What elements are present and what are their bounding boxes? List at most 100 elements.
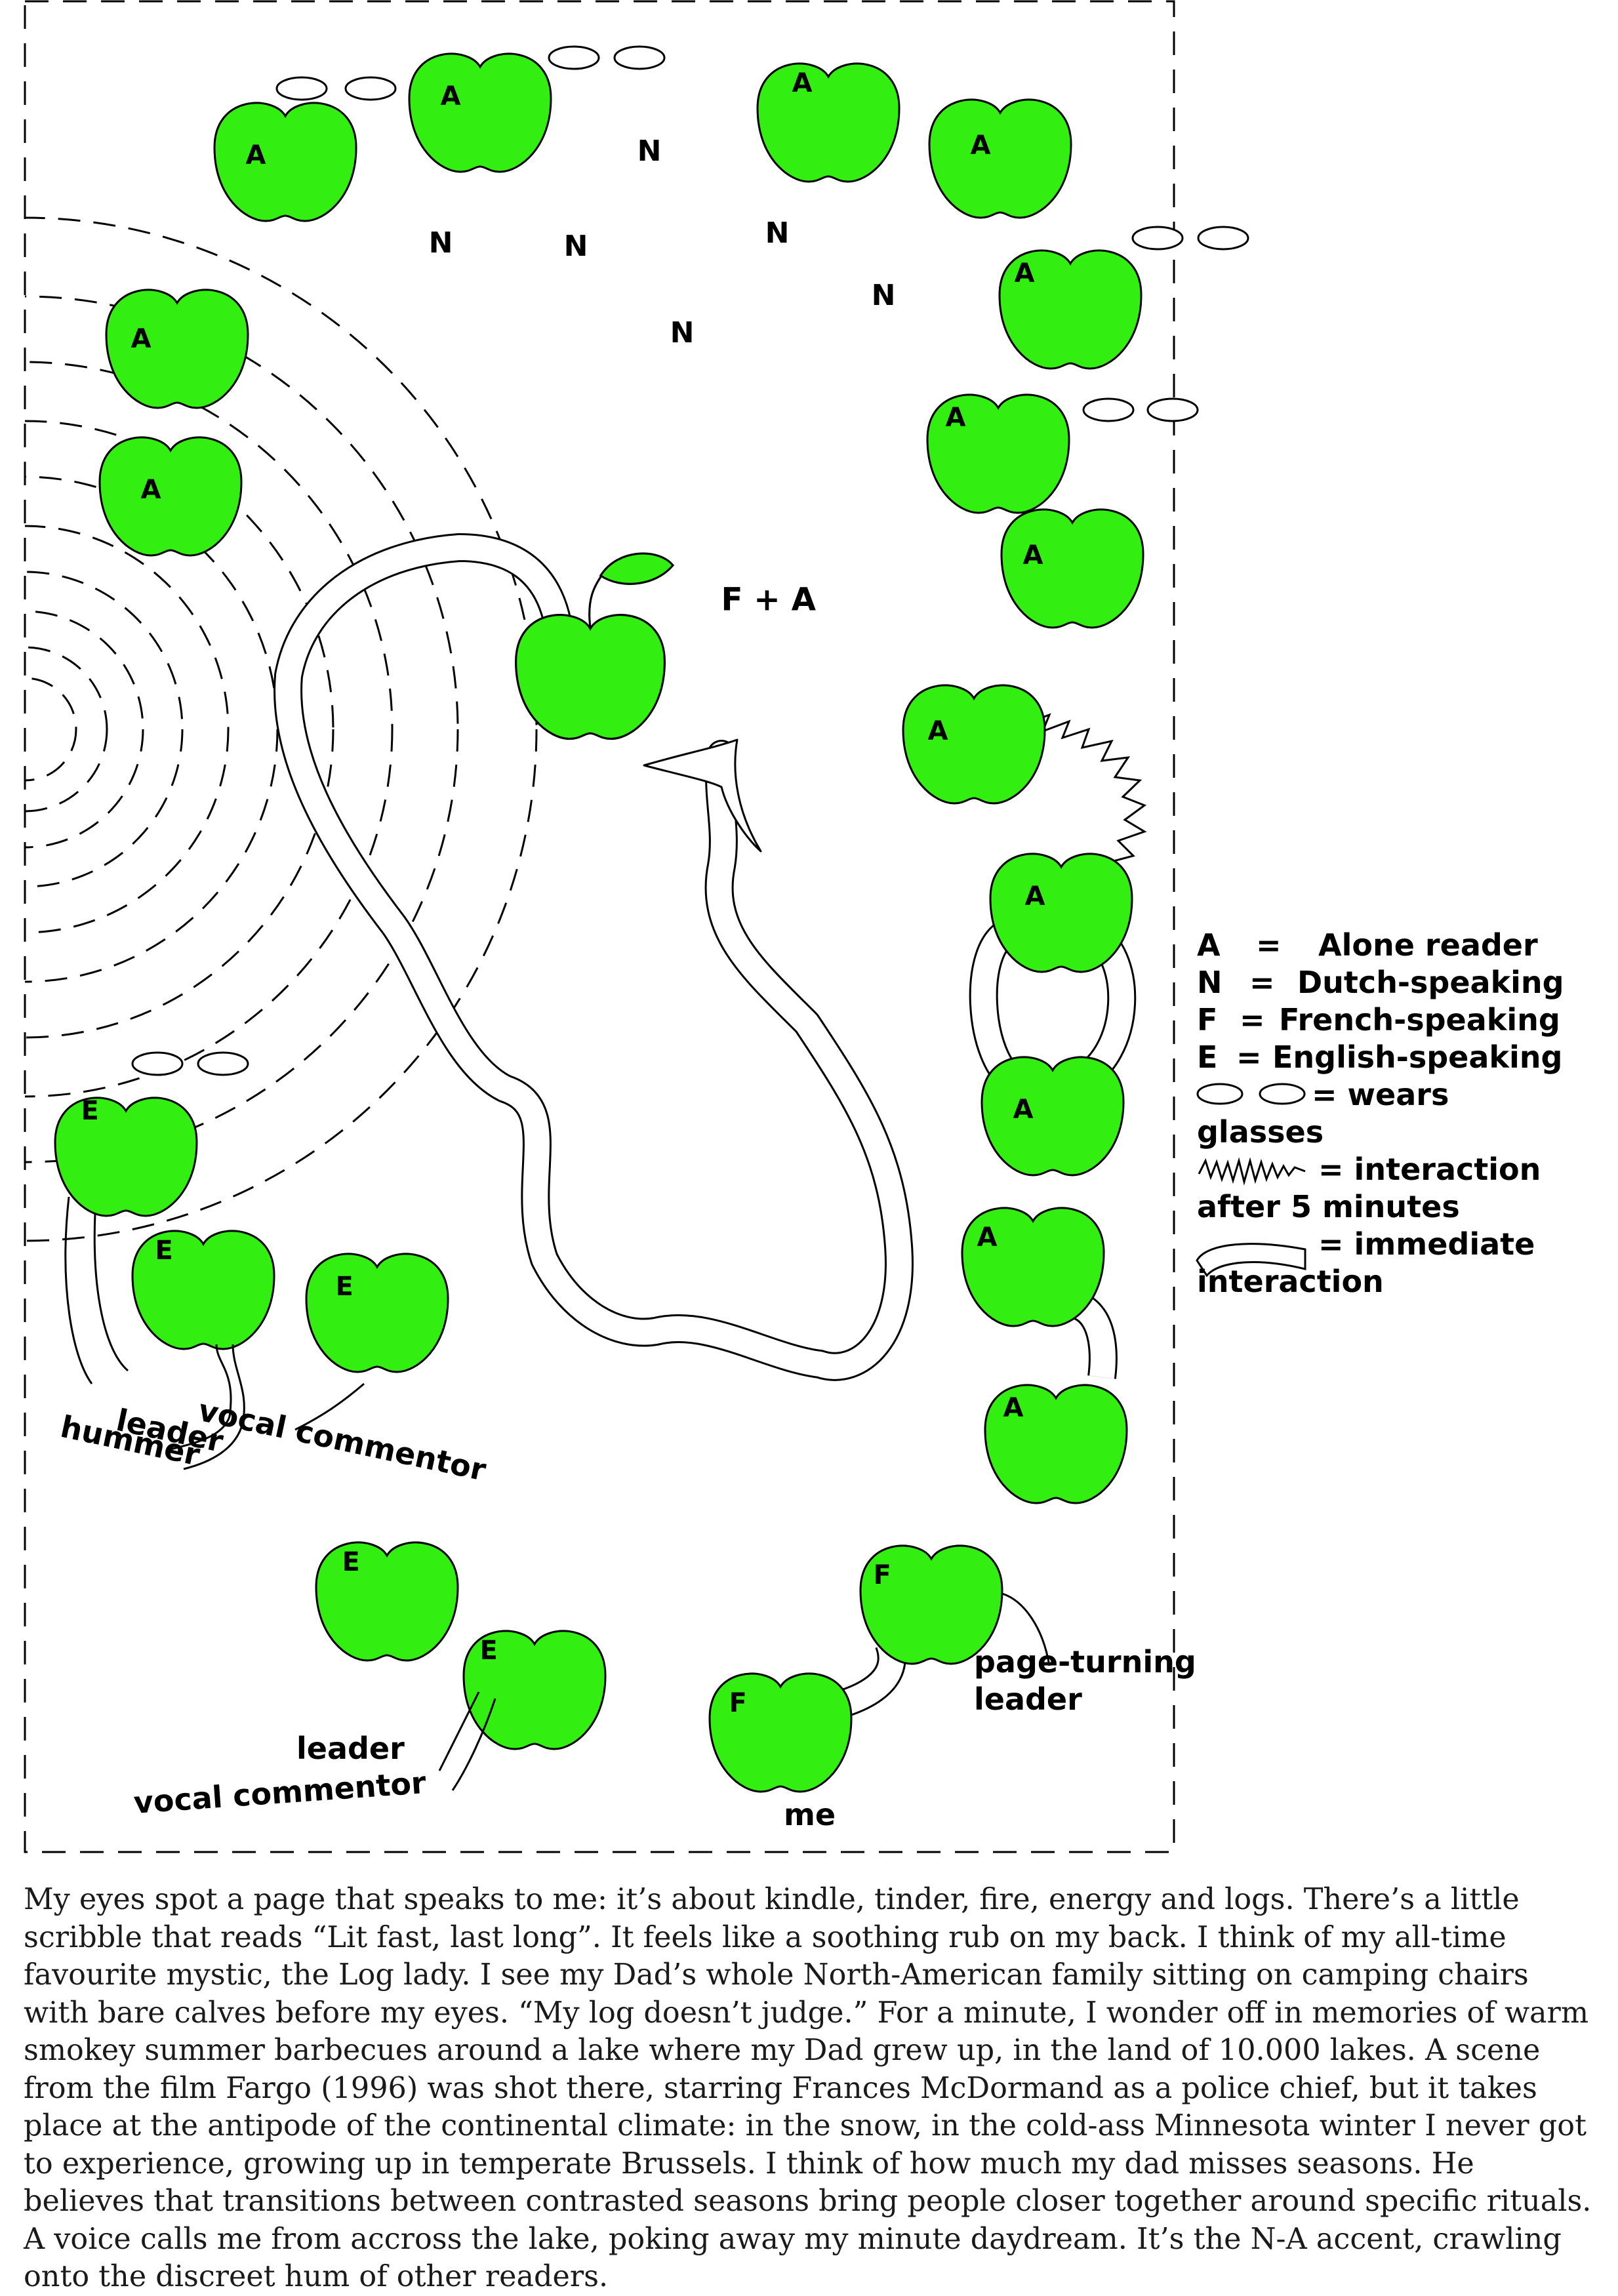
apple-label: A (946, 403, 966, 433)
apple-body (54, 1097, 198, 1217)
glasses-icon (1146, 397, 1199, 422)
apple-a-2: A (408, 52, 552, 173)
glasses-icon (1082, 397, 1135, 422)
apple-label: A (246, 140, 266, 171)
apple-a-12: A (984, 1384, 1128, 1504)
apple-label: A (1025, 881, 1045, 912)
label-page-turning: page-turning (974, 1644, 1196, 1680)
legend-f-value: French-speaking (1279, 1002, 1560, 1037)
apple-a-11: A (961, 1207, 1105, 1327)
apple-label: E (342, 1547, 359, 1577)
label-vocal-commentor-1: vocal commentor (195, 1392, 489, 1488)
apple-label: A (928, 716, 948, 746)
apple-body (989, 853, 1133, 973)
legend-f-key: F (1197, 1002, 1217, 1037)
apple-label: F (729, 1688, 746, 1718)
glasses-icon (131, 1051, 184, 1076)
legend-tube-text: = immediate (1318, 1226, 1535, 1262)
apple-e-4: E (315, 1541, 459, 1662)
wandering-path (273, 533, 914, 1381)
apple-label: F (873, 1560, 891, 1590)
apple-a-6: A (926, 393, 1070, 514)
apple-body (928, 98, 1072, 219)
apple-a-5: A (998, 249, 1143, 370)
apple-label: F + A (721, 581, 817, 618)
apple-body (105, 289, 249, 409)
sound-waves (25, 216, 538, 1242)
apple-label: A (1023, 540, 1043, 571)
legend-n-eq: = (1249, 965, 1275, 1000)
dutch-speaker-marker: N (765, 216, 790, 250)
legend-tube-icon (1196, 1243, 1306, 1278)
label-page-turning-leader: leader (974, 1682, 1082, 1717)
room-border (24, 0, 1175, 1853)
label-vocal-commentor-2: vocal commentor (132, 1765, 428, 1821)
legend-glasses-text: = wears (1312, 1077, 1449, 1112)
apple-a-10: A (981, 1056, 1125, 1177)
apple-e-2: E (131, 1230, 275, 1350)
legend-n-key: N (1197, 965, 1223, 1000)
apple-e-3: E (305, 1253, 449, 1373)
apple-label: E (155, 1236, 172, 1266)
apple-label: A (1003, 1393, 1024, 1423)
legend-zigzag-icon (1198, 1157, 1306, 1186)
legend-a-key: A (1197, 927, 1221, 963)
legend-zigzag-text: = interaction (1318, 1152, 1541, 1187)
apples: A A A A A A A A A A A A A A F + A E E E E E F F (54, 52, 1144, 1793)
legend-e-eq: = (1236, 1039, 1262, 1075)
apple-f-2: F (708, 1672, 853, 1793)
apple-label: A (792, 68, 813, 98)
legend-a-eq: = (1256, 927, 1282, 963)
apple-a-7: A (1000, 508, 1144, 629)
apple-body (981, 1056, 1125, 1177)
apple-label: A (441, 81, 461, 111)
glasses-icon (344, 76, 397, 101)
glasses-icon (613, 45, 666, 70)
apple-body (98, 436, 243, 557)
apple-label: A (131, 324, 152, 354)
legend-n-value: Dutch-speaking (1297, 965, 1564, 1000)
legend-e-value: English-speaking (1272, 1039, 1562, 1075)
apple-label: A (1015, 258, 1035, 289)
zigzag-interaction (1022, 713, 1147, 883)
apple-body (408, 52, 552, 173)
apple-e-5: E (462, 1630, 607, 1750)
apple-label: A (1013, 1095, 1034, 1125)
apple-label: A (971, 131, 991, 161)
glasses-markers (131, 45, 1249, 1076)
dutch-speaker-marker: N (872, 279, 896, 312)
apple-f-1: F (859, 1544, 1003, 1665)
legend-tube-text-2: interaction (1197, 1264, 1384, 1299)
apple-a-4: A (928, 98, 1072, 219)
legend-glasses-icon (1196, 1083, 1244, 1105)
annotation-lines (64, 1196, 1051, 1791)
glasses-icon (197, 1051, 249, 1076)
dutch-speaker-marker: N (637, 134, 662, 168)
apple-label: E (335, 1272, 353, 1302)
legend-zigzag-text-2: after 5 minutes (1197, 1189, 1460, 1224)
apple-body (515, 614, 666, 740)
apple-body (305, 1253, 449, 1373)
legend-e-key: E (1197, 1039, 1217, 1075)
apple-f-a: F + A (515, 552, 817, 740)
apple-body (315, 1541, 459, 1662)
glasses-icon (275, 76, 328, 101)
apple-body (756, 62, 900, 183)
legend-glasses-text-2: glasses (1197, 1114, 1324, 1150)
apple-e-1: E (54, 1096, 198, 1217)
apple-label: A (141, 475, 161, 505)
apple-a-3: A (756, 62, 900, 183)
legend-a-value: Alone reader (1318, 927, 1538, 963)
apple-label: A (977, 1222, 998, 1253)
label-me: me (784, 1797, 836, 1832)
apple-label: E (81, 1096, 98, 1126)
apple-a-8: A (902, 684, 1046, 805)
apple-body (213, 102, 357, 222)
glasses-icon (1197, 226, 1249, 251)
legend: A = Alone reader N = Dutch-speaking F = … (1196, 927, 1564, 1299)
leaf-icon (599, 552, 675, 585)
story-paragraph: My eyes spot a page that speaks to me: i… (24, 1883, 1592, 2293)
apple-a-13: A (105, 289, 249, 409)
